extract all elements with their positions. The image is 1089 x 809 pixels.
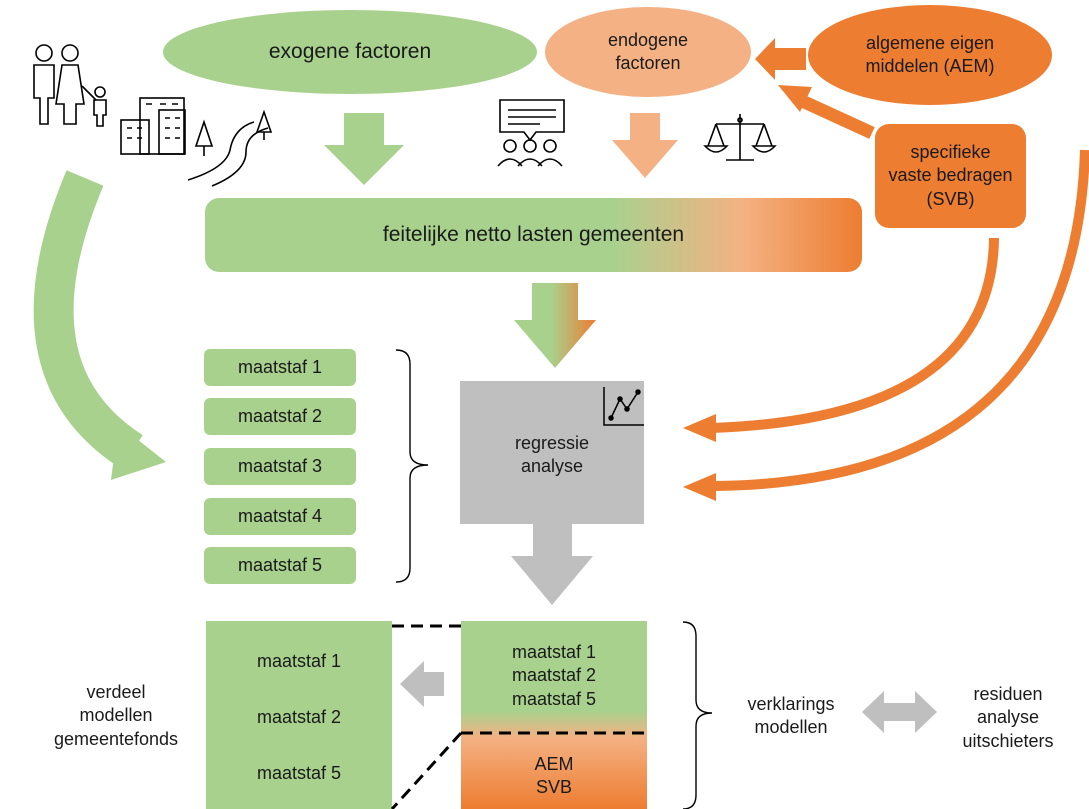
main-bar [205,198,862,272]
scales-icon [703,114,777,161]
green-curved-arrow [33,170,166,480]
regression-down-arrow [511,524,593,605]
regression-label: regressie analyse [514,432,590,476]
explanation-label: verklarings modellen [747,693,835,737]
measure-box-4: maatstaf 4 [204,498,356,535]
measures-brace [395,349,429,583]
svb-box [875,124,1026,228]
explanation-model-box [461,621,647,809]
line-chart-icon [603,387,644,426]
explanation-brace [682,621,713,809]
svb-label: specifieke vaste bedragen (SVB) [888,142,1013,209]
residual-label: residuen analyse uitschieters [962,684,1054,751]
nature-road-icon [187,109,273,187]
regression-box [460,381,644,524]
double-headed-arrow [862,691,937,733]
aem-to-regression-arrow [683,149,1089,501]
explanation-measures: maatstaf 1 maatstaf 2 maatstaf 5 [511,642,597,709]
discussion-icon [497,99,565,167]
endogenous-down-arrow [612,113,678,178]
main-bar-label: feitelijke netto lasten gemeenten [382,222,685,246]
measure-box-1: maatstaf 1 [204,349,356,386]
endogenous-label: endogene factoren [607,29,689,73]
explanation-to-distribution-arrow [400,661,444,707]
explanation-extra: AEM SVB [534,753,574,797]
svb-to-regression-arrow [683,237,999,442]
aem-to-endogenous-arrow [755,38,806,80]
aem-diagonal-arrow [778,85,875,139]
family-icon [33,44,107,127]
buildings-icon [120,97,186,155]
measure-box-2: maatstaf 2 [204,398,356,435]
distribution-model-box [206,621,392,809]
endogenous-ellipse [545,7,751,97]
measure-box-5: maatstaf 5 [204,547,356,584]
distribution-measure-5: maatstaf 5 [256,763,342,784]
bar-to-regression-arrow [514,283,596,368]
aem-ellipse [808,5,1052,105]
exogenous-ellipse [163,10,537,94]
aem-label: algemene eigen middelen (AEM) [865,32,995,76]
distribution-measure-1: maatstaf 1 [256,651,342,672]
exogenous-down-arrow [324,113,404,185]
distribution-label: verdeel modellen gemeentefonds [53,682,179,749]
measure-box-3: maatstaf 3 [204,448,356,485]
exogenous-label: exogene factoren [268,39,432,63]
distribution-measure-2: maatstaf 2 [256,707,342,728]
dashed-diagonal [390,731,463,809]
